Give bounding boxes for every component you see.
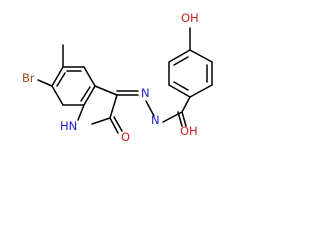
- bromo-bond: [37, 79, 53, 87]
- lactam-carbonyl: [109, 116, 123, 134]
- imine-nitrogen-label: N: [141, 86, 150, 100]
- pyrrolidinone-ring: [77, 85, 118, 125]
- molecule-diagram: Br HN O N N OH OH: [22, 11, 213, 144]
- phenol-ring: [168, 49, 213, 98]
- phenol-oh-label: OH: [181, 11, 199, 25]
- nh-label: HN: [60, 119, 77, 133]
- amide-carbonyl: [177, 96, 191, 127]
- amide-nitrogen-label: N: [151, 113, 160, 127]
- bromine-label: Br: [22, 71, 35, 85]
- structure-canvas: Br HN O N N OH OH: [22, 11, 213, 144]
- benzene-ring-left: [51, 66, 96, 106]
- amide-oh-label: OH: [180, 124, 198, 138]
- lactam-oxygen-label: O: [121, 130, 130, 144]
